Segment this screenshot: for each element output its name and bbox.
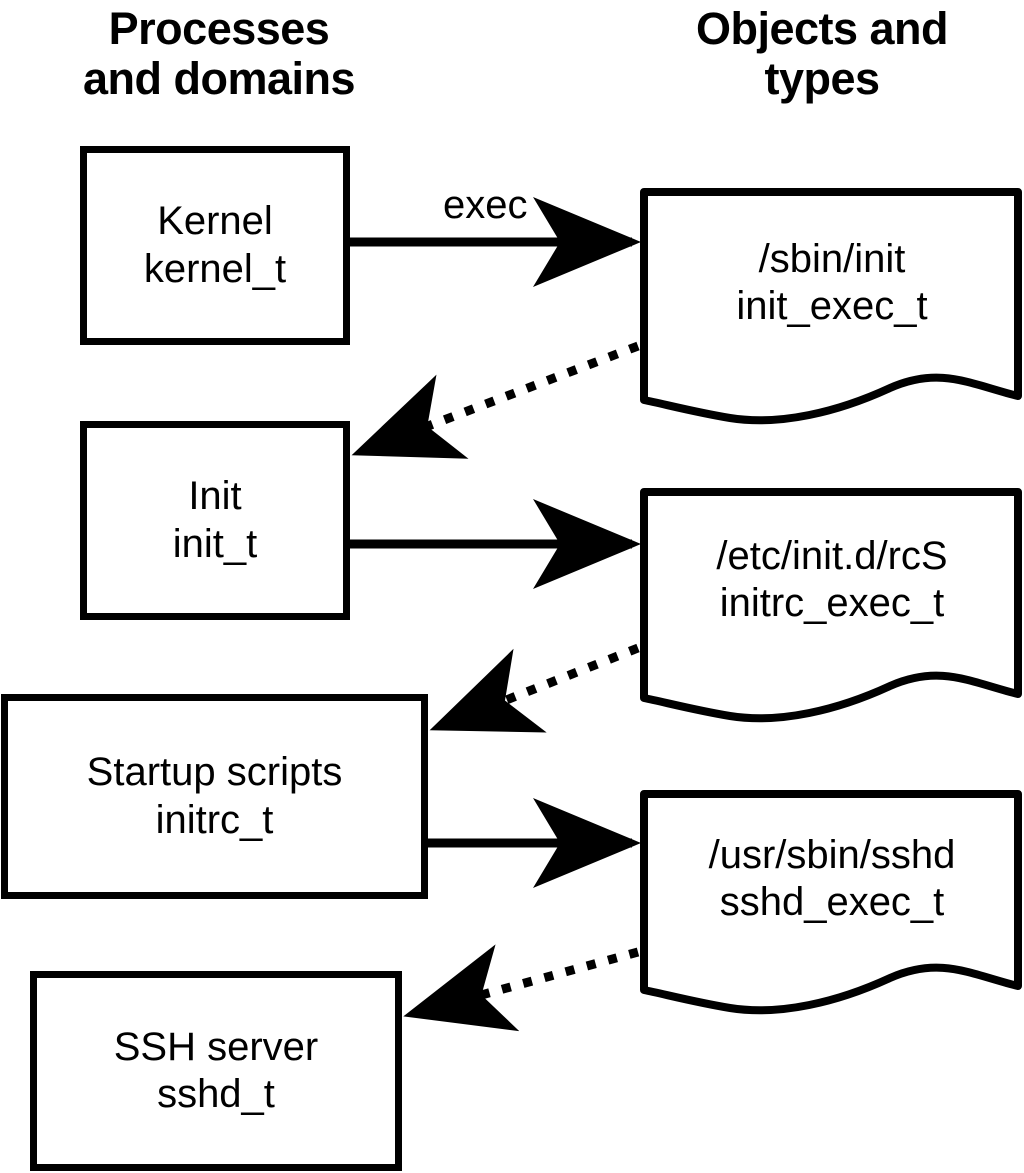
process-box-kernel[interactable]: Kernel kernel_t xyxy=(80,146,350,345)
object-shape-initrc-exec-path: /etc/init.d/rcS xyxy=(716,534,948,578)
edge-init-exec-to-init xyxy=(351,341,640,459)
process-box-init-name: Init xyxy=(188,474,242,519)
edge-sshd-exec-to-ssh-server xyxy=(403,944,640,1032)
process-box-ssh-server-name: SSH server xyxy=(113,1024,319,1069)
process-box-startup-scripts[interactable]: Startup scripts initrc_t xyxy=(1,694,428,899)
column-heading-objects: Objects and types xyxy=(695,3,949,105)
object-shape-sshd-exec-type: sshd_exec_t xyxy=(719,880,945,924)
process-box-startup-scripts-type: initrc_t xyxy=(155,797,274,842)
document-shape-icon xyxy=(640,188,1022,425)
object-shape-init-exec[interactable]: /sbin/init init_exec_t xyxy=(640,188,1024,428)
process-box-init[interactable]: Init init_t xyxy=(80,421,350,620)
object-shape-init-exec-path: /sbin/init xyxy=(758,237,906,281)
process-box-kernel-type: kernel_t xyxy=(143,246,287,291)
process-box-init-type: init_t xyxy=(172,521,258,566)
process-box-ssh-server[interactable]: SSH server sshd_t xyxy=(30,971,402,1171)
object-shape-initrc-exec-type: initrc_exec_t xyxy=(719,581,945,625)
process-box-ssh-server-type: sshd_t xyxy=(157,1072,275,1116)
object-shape-sshd-exec[interactable]: /usr/sbin/sshd sshd_exec_t xyxy=(640,790,1024,1018)
process-box-startup-scripts-name: Startup scripts xyxy=(86,750,343,795)
edge-label-exec: exec xyxy=(443,183,528,227)
column-heading-processes: Processes and domains xyxy=(82,3,356,105)
document-shape-icon xyxy=(640,790,1022,1015)
object-shape-init-exec-type: init_exec_t xyxy=(736,284,928,328)
object-shape-sshd-exec-path: /usr/sbin/sshd xyxy=(708,833,956,877)
process-box-kernel-name: Kernel xyxy=(157,199,273,244)
object-shape-initrc-exec[interactable]: /etc/init.d/rcS initrc_exec_t xyxy=(640,488,1024,726)
edge-initrc-exec-to-startup-scripts xyxy=(429,643,640,733)
document-shape-icon xyxy=(640,488,1022,723)
